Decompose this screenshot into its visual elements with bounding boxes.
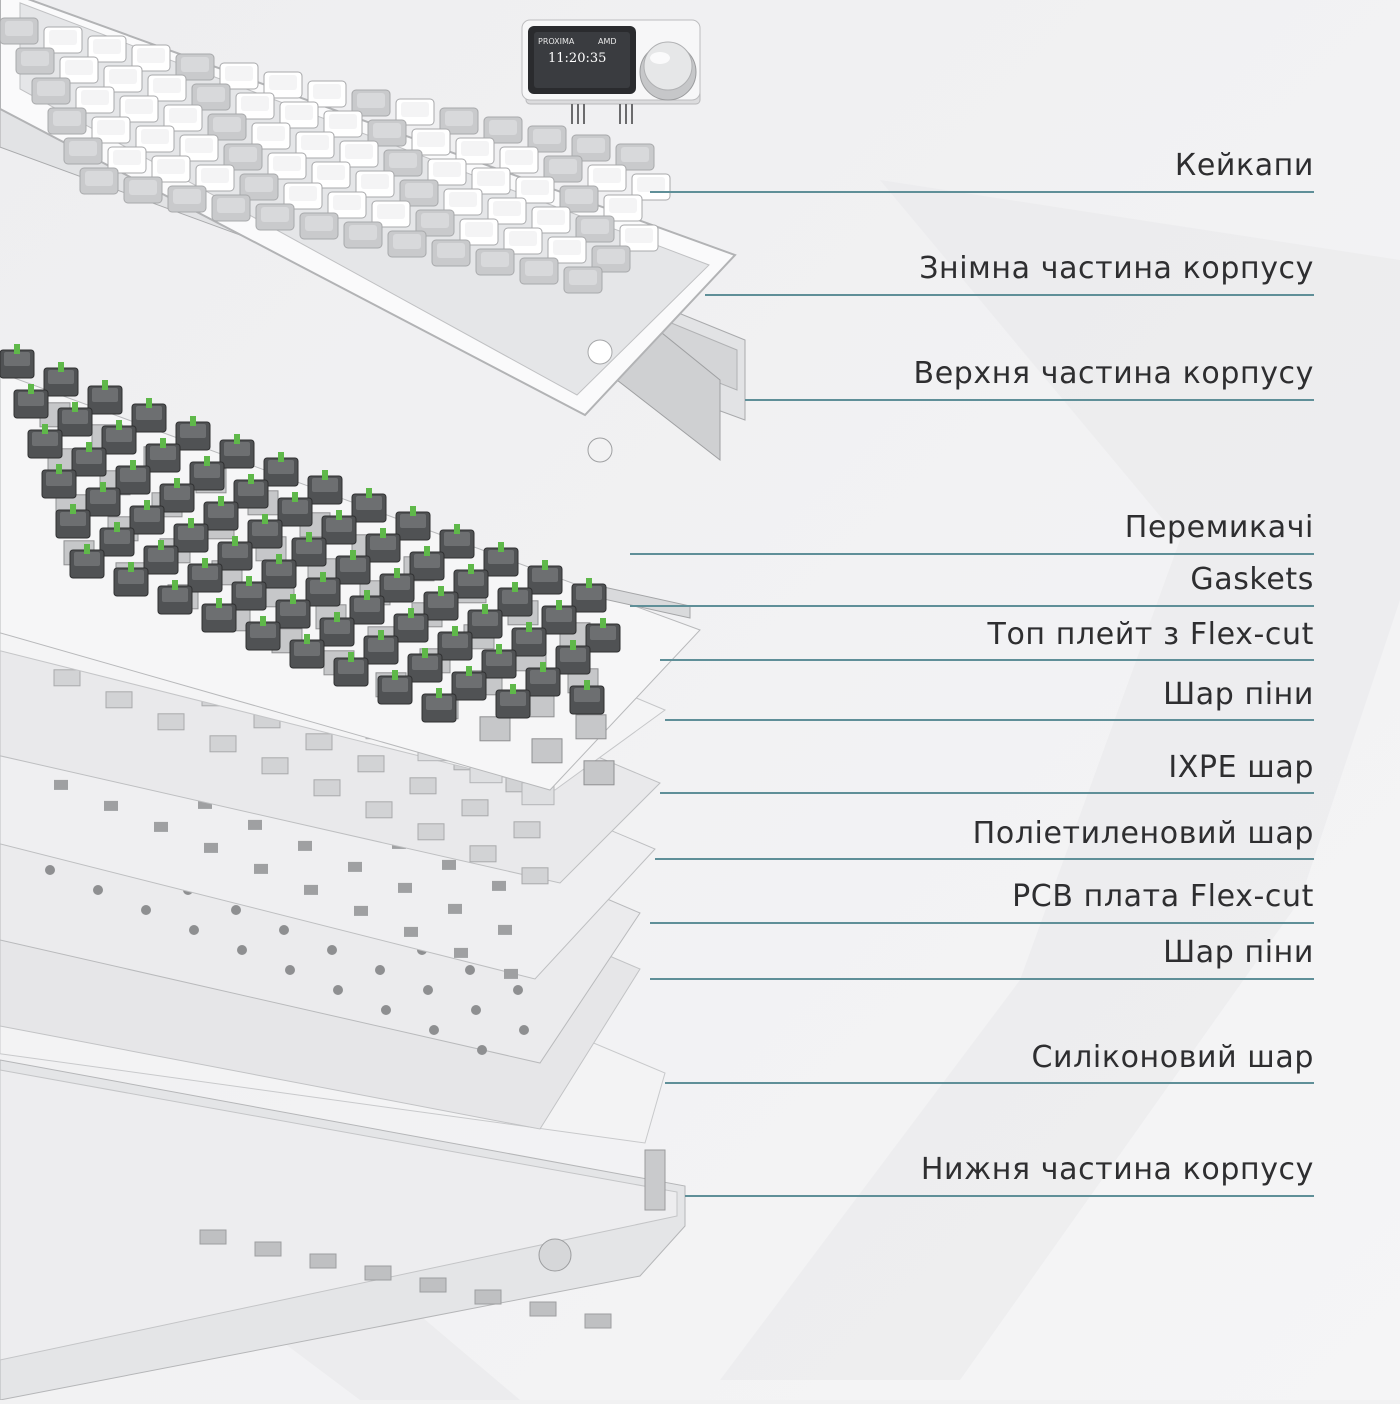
layer-bottom-case — [0, 1059, 686, 1401]
lcd-brand-right: AMD — [598, 37, 617, 46]
lcd-brand-left: PROXIMA — [538, 37, 575, 46]
label-silicone-layer: Силіконовий шар — [1031, 1040, 1314, 1075]
label-gaskets: Gaskets — [1190, 562, 1314, 597]
label-foam-layer-1: Шар піни — [1163, 677, 1314, 712]
label-switches: Перемикачі — [1124, 510, 1314, 545]
display-knob-module: PROXIMA AMD 11:20:35 — [521, 19, 701, 124]
layer-keycaps — [0, 17, 671, 294]
label-removable-case-part: Знімна частина корпусу — [919, 251, 1314, 286]
leader-lines — [630, 191, 1314, 1197]
lcd-time: 11:20:35 — [548, 51, 606, 66]
layer-switches — [0, 344, 621, 723]
label-pcb: PCB плата Flex-cut — [1012, 879, 1314, 914]
label-top-case: Верхня частина корпусу — [913, 356, 1314, 391]
label-polyethylene-layer: Поліетиленовий шар — [972, 816, 1314, 851]
label-top-plate: Топ плейт з Flex-cut — [987, 617, 1314, 652]
label-foam-layer-2: Шар піни — [1163, 935, 1314, 970]
label-ixpe-layer: IXPE шар — [1168, 750, 1314, 785]
label-keycaps: Кейкапи — [1174, 148, 1314, 183]
label-bottom-case: Нижня частина корпусу — [920, 1152, 1314, 1187]
